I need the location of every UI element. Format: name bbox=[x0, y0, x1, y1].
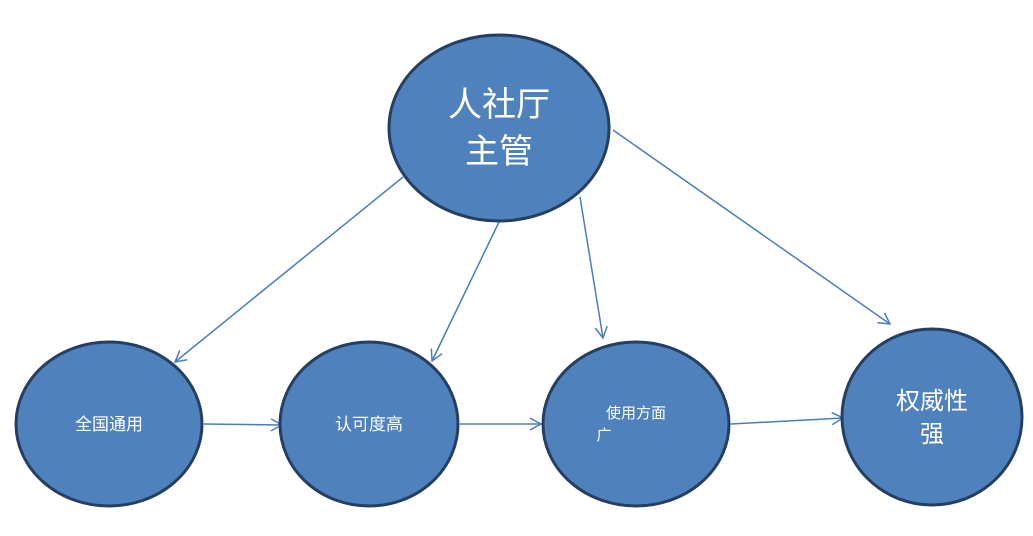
node-n4-label-line2: 强 bbox=[920, 420, 944, 448]
node-root-label-line1: 人社厅 bbox=[448, 85, 550, 125]
edge-root-to-n2 bbox=[430, 221, 500, 363]
node-n1-label: 全国通用 bbox=[75, 415, 143, 435]
edge-n1-to-n2 bbox=[203, 418, 284, 432]
edge-root-to-n3 bbox=[579, 196, 608, 340]
node-n3: 使用方面 广 bbox=[541, 340, 731, 508]
node-n4-label-line1: 权威性 bbox=[896, 387, 968, 415]
node-n2-label: 认可度高 bbox=[335, 415, 403, 435]
node-root-label-line2: 主管 bbox=[465, 132, 533, 172]
node-n3-label-line2: 广 bbox=[596, 426, 611, 444]
node-n1: 全国通用 bbox=[14, 340, 204, 508]
node-n3-label-line1: 使用方面 bbox=[606, 404, 666, 422]
node-n2: 认可度高 bbox=[278, 340, 460, 508]
edge-root-to-n4 bbox=[612, 129, 892, 325]
edge-n3-to-n4 bbox=[730, 411, 845, 426]
node-n4: 权威性 强 bbox=[840, 327, 1024, 507]
edges bbox=[173, 129, 892, 432]
node-root: 人社厅 主管 bbox=[387, 33, 611, 223]
edge-root-to-n1 bbox=[173, 176, 404, 363]
